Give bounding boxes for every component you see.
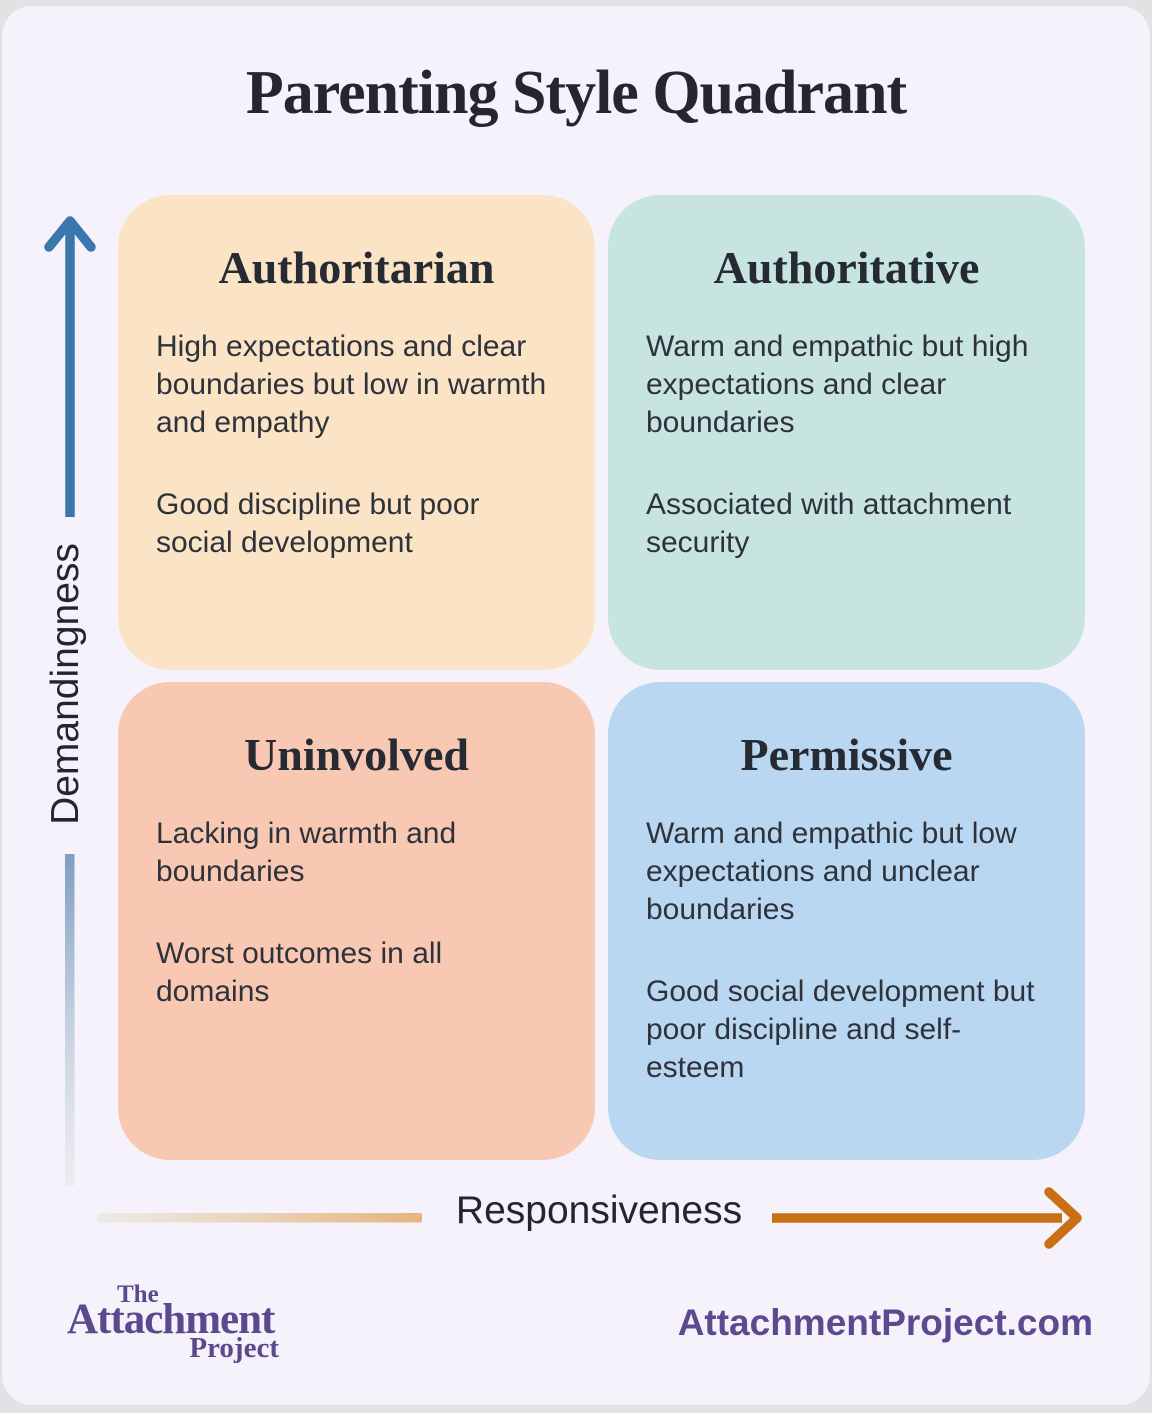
quadrant-grid: Authoritarian High expectations and clea… (118, 195, 1085, 1160)
quadrant-description: Warm and empathic but low expectations a… (646, 815, 1047, 1088)
website-url: AttachmentProject.com (677, 1302, 1093, 1343)
y-axis-label: Demandingness (44, 543, 87, 825)
quadrant-paragraph: Worst outcomes in all domains (156, 936, 443, 1008)
quadrant-paragraph: Lacking in warmth and boundaries (156, 816, 457, 888)
quadrant-permissive: Permissive Warm and empathic but low exp… (608, 682, 1085, 1160)
quadrant-paragraph: Associated with attachment security (646, 487, 1012, 559)
quadrant-title: Authoritarian (218, 242, 495, 293)
quadrant-paragraph: High expectations and clear boundaries b… (156, 329, 547, 439)
quadrant-uninvolved: Uninvolved Lacking in warmth and boundar… (118, 682, 595, 1160)
quadrant-title: Permissive (740, 729, 953, 780)
quadrant-paragraph: Warm and empathic but low expectations a… (646, 816, 1017, 926)
quadrant-paragraph: Good discipline but poor social developm… (156, 487, 480, 559)
quadrant-title: Uninvolved (244, 729, 469, 780)
y-axis-faded-line (65, 854, 75, 1186)
right-arrowhead-icon (1044, 1187, 1082, 1249)
page-title: Parenting Style Quadrant (245, 59, 907, 127)
quadrant-paragraph: Good social development but poor discipl… (646, 974, 1035, 1085)
quadrant-paragraph: Warm and empathic but high expectations … (646, 329, 1029, 439)
x-axis-label: Responsiveness (455, 1189, 743, 1232)
logo-word-the: The (117, 1281, 159, 1308)
quadrant-description: Lacking in warmth and boundaries Worst o… (156, 815, 557, 1011)
quadrant-title: Authoritative (713, 242, 980, 293)
infographic-card: Parenting Style Quadrant Authoritarian H… (2, 6, 1150, 1405)
attachment-project-logo: The Attachment Project (67, 1281, 281, 1364)
logo-word-project: Project (189, 1332, 279, 1364)
quadrant-authoritative: Authoritative Warm and empathic but high… (608, 195, 1085, 670)
logo-word-attachment: Attachment (67, 1296, 275, 1343)
quadrant-description: High expectations and clear boundaries b… (156, 328, 557, 562)
x-axis-faded-line (97, 1213, 422, 1223)
up-arrowhead-icon (44, 216, 96, 252)
quadrant-description: Warm and empathic but high expectations … (646, 328, 1047, 562)
quadrant-authoritarian: Authoritarian High expectations and clea… (118, 195, 595, 670)
